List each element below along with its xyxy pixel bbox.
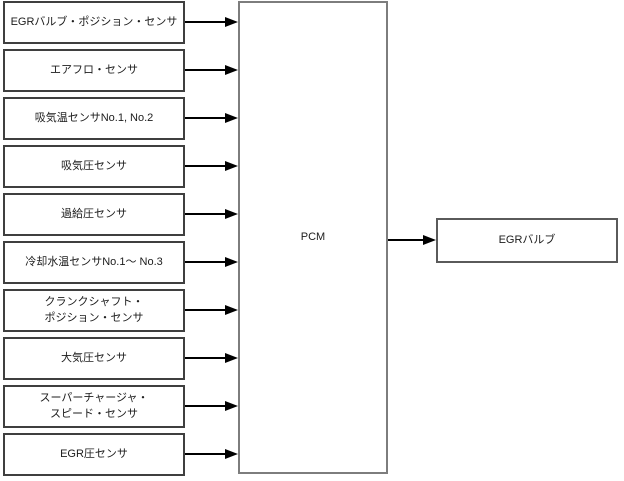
arrowhead-icon (225, 353, 238, 363)
arrow-boost-pressure-to-pcm (185, 209, 238, 219)
egr-valve-box: EGRバルブ (436, 218, 618, 263)
arrow-shaft (185, 69, 227, 71)
arrowhead-icon (423, 235, 436, 245)
arrowhead-icon (225, 401, 238, 411)
arrow-intake-pressure-to-pcm (185, 161, 238, 171)
sensor-box-egr-pressure: EGR圧センサ (3, 433, 185, 476)
arrow-shaft (185, 117, 227, 119)
sensor-box-intake-air-temp: 吸気温センサNo.1, No.2 (3, 97, 185, 140)
sensor-label: 吸気温センサNo.1, No.2 (34, 111, 154, 124)
arrow-atmospheric-pressure-to-pcm (185, 353, 238, 363)
sensor-label: EGRバルブ・ポジション・センサ (10, 15, 178, 28)
arrowhead-icon (225, 257, 238, 267)
arrowhead-icon (225, 161, 238, 171)
arrow-egr-pressure-to-pcm (185, 449, 238, 459)
sensor-box-egr-valve-position: EGRバルブ・ポジション・センサ (3, 1, 185, 44)
arrowhead-icon (225, 17, 238, 27)
arrow-shaft (185, 405, 227, 407)
arrow-shaft (185, 357, 227, 359)
sensor-box-supercharger-speed: スーパーチャージャ・ スピード・センサ (3, 385, 185, 428)
sensor-box-atmospheric-pressure: 大気圧センサ (3, 337, 185, 380)
sensor-box-intake-pressure: 吸気圧センサ (3, 145, 185, 188)
sensor-label: クランクシャフト・ ポジション・センサ (44, 295, 144, 324)
sensor-label: EGR圧センサ (60, 447, 128, 460)
arrowhead-icon (225, 113, 238, 123)
arrowhead-icon (225, 209, 238, 219)
arrow-shaft (185, 165, 227, 167)
arrow-intake-air-temp-to-pcm (185, 113, 238, 123)
arrow-coolant-temp-to-pcm (185, 257, 238, 267)
arrow-crankshaft-position-to-pcm (185, 305, 238, 315)
sensor-box-coolant-temp: 冷却水温センサNo.1〜 No.3 (3, 241, 185, 284)
arrow-shaft (388, 239, 425, 241)
sensor-box-boost-pressure: 過給圧センサ (3, 193, 185, 236)
arrowhead-icon (225, 65, 238, 75)
arrow-pcm-to-egr-valve (388, 235, 436, 245)
sensor-label: エアフロ・センサ (50, 63, 138, 76)
sensor-label: 大気圧センサ (61, 351, 127, 364)
arrow-airflow-to-pcm (185, 65, 238, 75)
arrow-shaft (185, 261, 227, 263)
arrow-shaft (185, 309, 227, 311)
pcm-box: PCM (238, 1, 388, 474)
arrow-egr-valve-position-to-pcm (185, 17, 238, 27)
egr-valve-label: EGRバルブ (498, 233, 556, 246)
arrow-shaft (185, 453, 227, 455)
sensor-box-airflow: エアフロ・センサ (3, 49, 185, 92)
pcm-label: PCM (300, 230, 326, 243)
sensor-box-crankshaft-position: クランクシャフト・ ポジション・センサ (3, 289, 185, 332)
sensor-label: 冷却水温センサNo.1〜 No.3 (25, 255, 163, 268)
sensor-label: 吸気圧センサ (61, 159, 127, 172)
arrowhead-icon (225, 449, 238, 459)
arrow-supercharger-speed-to-pcm (185, 401, 238, 411)
sensor-label: 過給圧センサ (61, 207, 127, 220)
arrow-shaft (185, 213, 227, 215)
sensor-label: スーパーチャージャ・ スピード・センサ (39, 391, 149, 420)
arrowhead-icon (225, 305, 238, 315)
arrow-shaft (185, 21, 227, 23)
